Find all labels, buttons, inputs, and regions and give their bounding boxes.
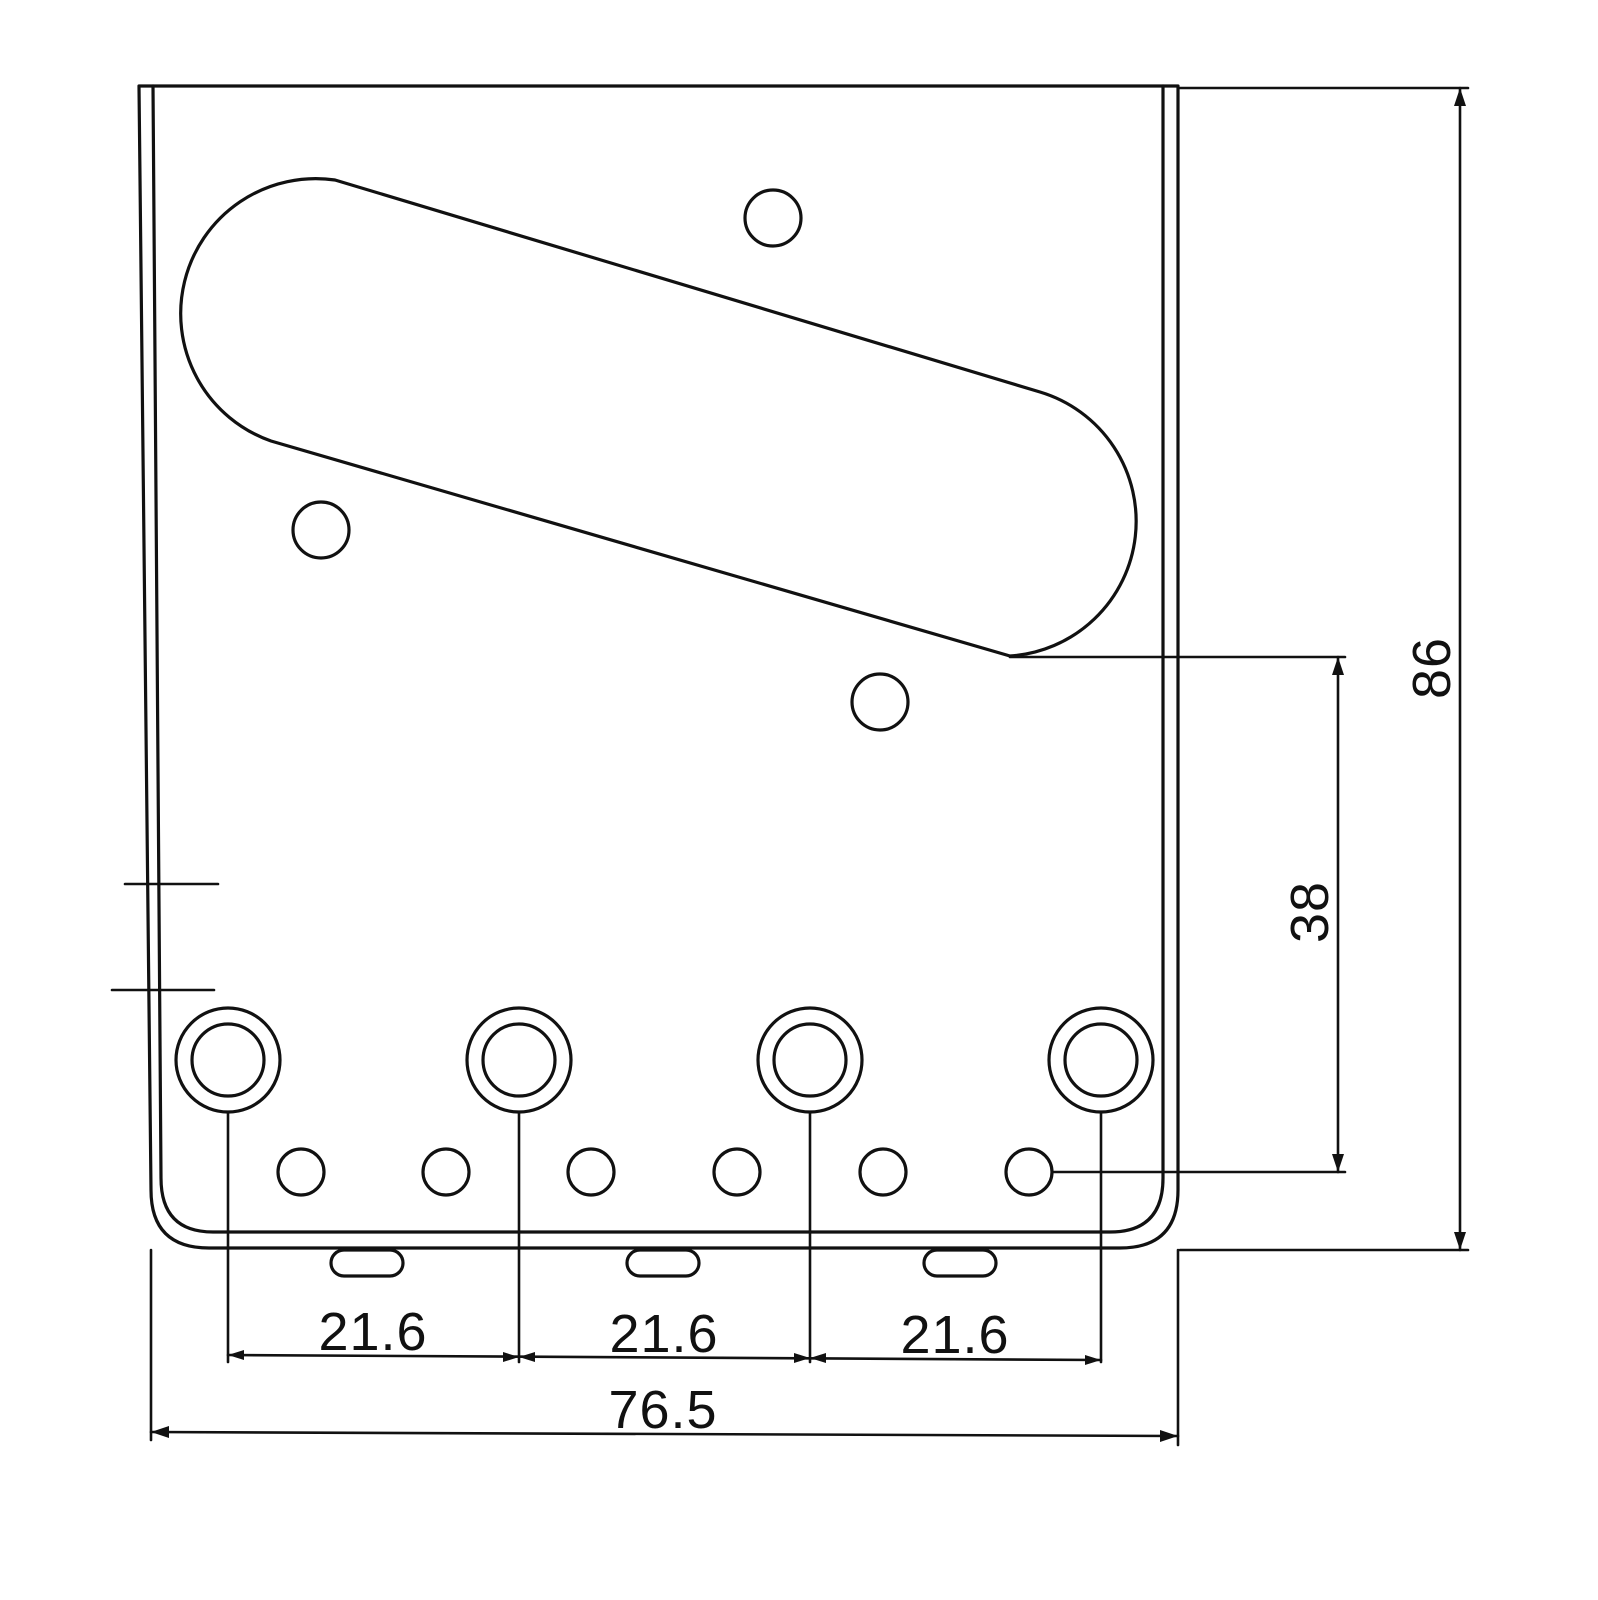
saddle-hole-1 <box>174 1006 282 1114</box>
saddle-hole-4 <box>1047 1006 1155 1114</box>
string-hole-1 <box>276 1147 326 1197</box>
pickup-cutout <box>179 177 1138 658</box>
dim-bolt-spacing-1: 21.6 <box>318 1302 427 1362</box>
saddle-hole-3 <box>756 1006 864 1114</box>
plate-outer-outline <box>137 84 1180 1250</box>
bolt-spacing-dimension-line <box>226 1350 1103 1365</box>
string-hole-5 <box>858 1147 908 1197</box>
mount-hole-top <box>743 188 803 248</box>
left-side-ticks <box>110 882 220 992</box>
dim-overall-width: 76.5 <box>608 1380 717 1440</box>
overall-height-dimension-line <box>1178 86 1470 1252</box>
plate-inner-wall <box>151 84 1165 1234</box>
string-hole-6 <box>1004 1147 1054 1197</box>
mount-hole-left <box>291 500 351 560</box>
bolt-extension-lines <box>226 1110 1103 1364</box>
dim-overall-height: 86 <box>1402 637 1462 699</box>
overall-width-dimension-line <box>149 1248 1180 1447</box>
pickup-height-dimension-line <box>1008 655 1347 1174</box>
string-hole-2 <box>421 1147 471 1197</box>
lip-slot-3 <box>922 1248 998 1278</box>
dim-pickup-height: 38 <box>1280 881 1340 943</box>
mount-hole-bottom <box>850 672 910 732</box>
dim-bolt-spacing-3: 21.6 <box>900 1305 1009 1365</box>
string-hole-3 <box>566 1147 616 1197</box>
dim-bolt-spacing-2: 21.6 <box>609 1304 718 1364</box>
string-hole-4 <box>712 1147 762 1197</box>
lip-slot-1 <box>329 1248 405 1278</box>
lip-slot-2 <box>625 1248 701 1278</box>
saddle-hole-2 <box>465 1006 573 1114</box>
